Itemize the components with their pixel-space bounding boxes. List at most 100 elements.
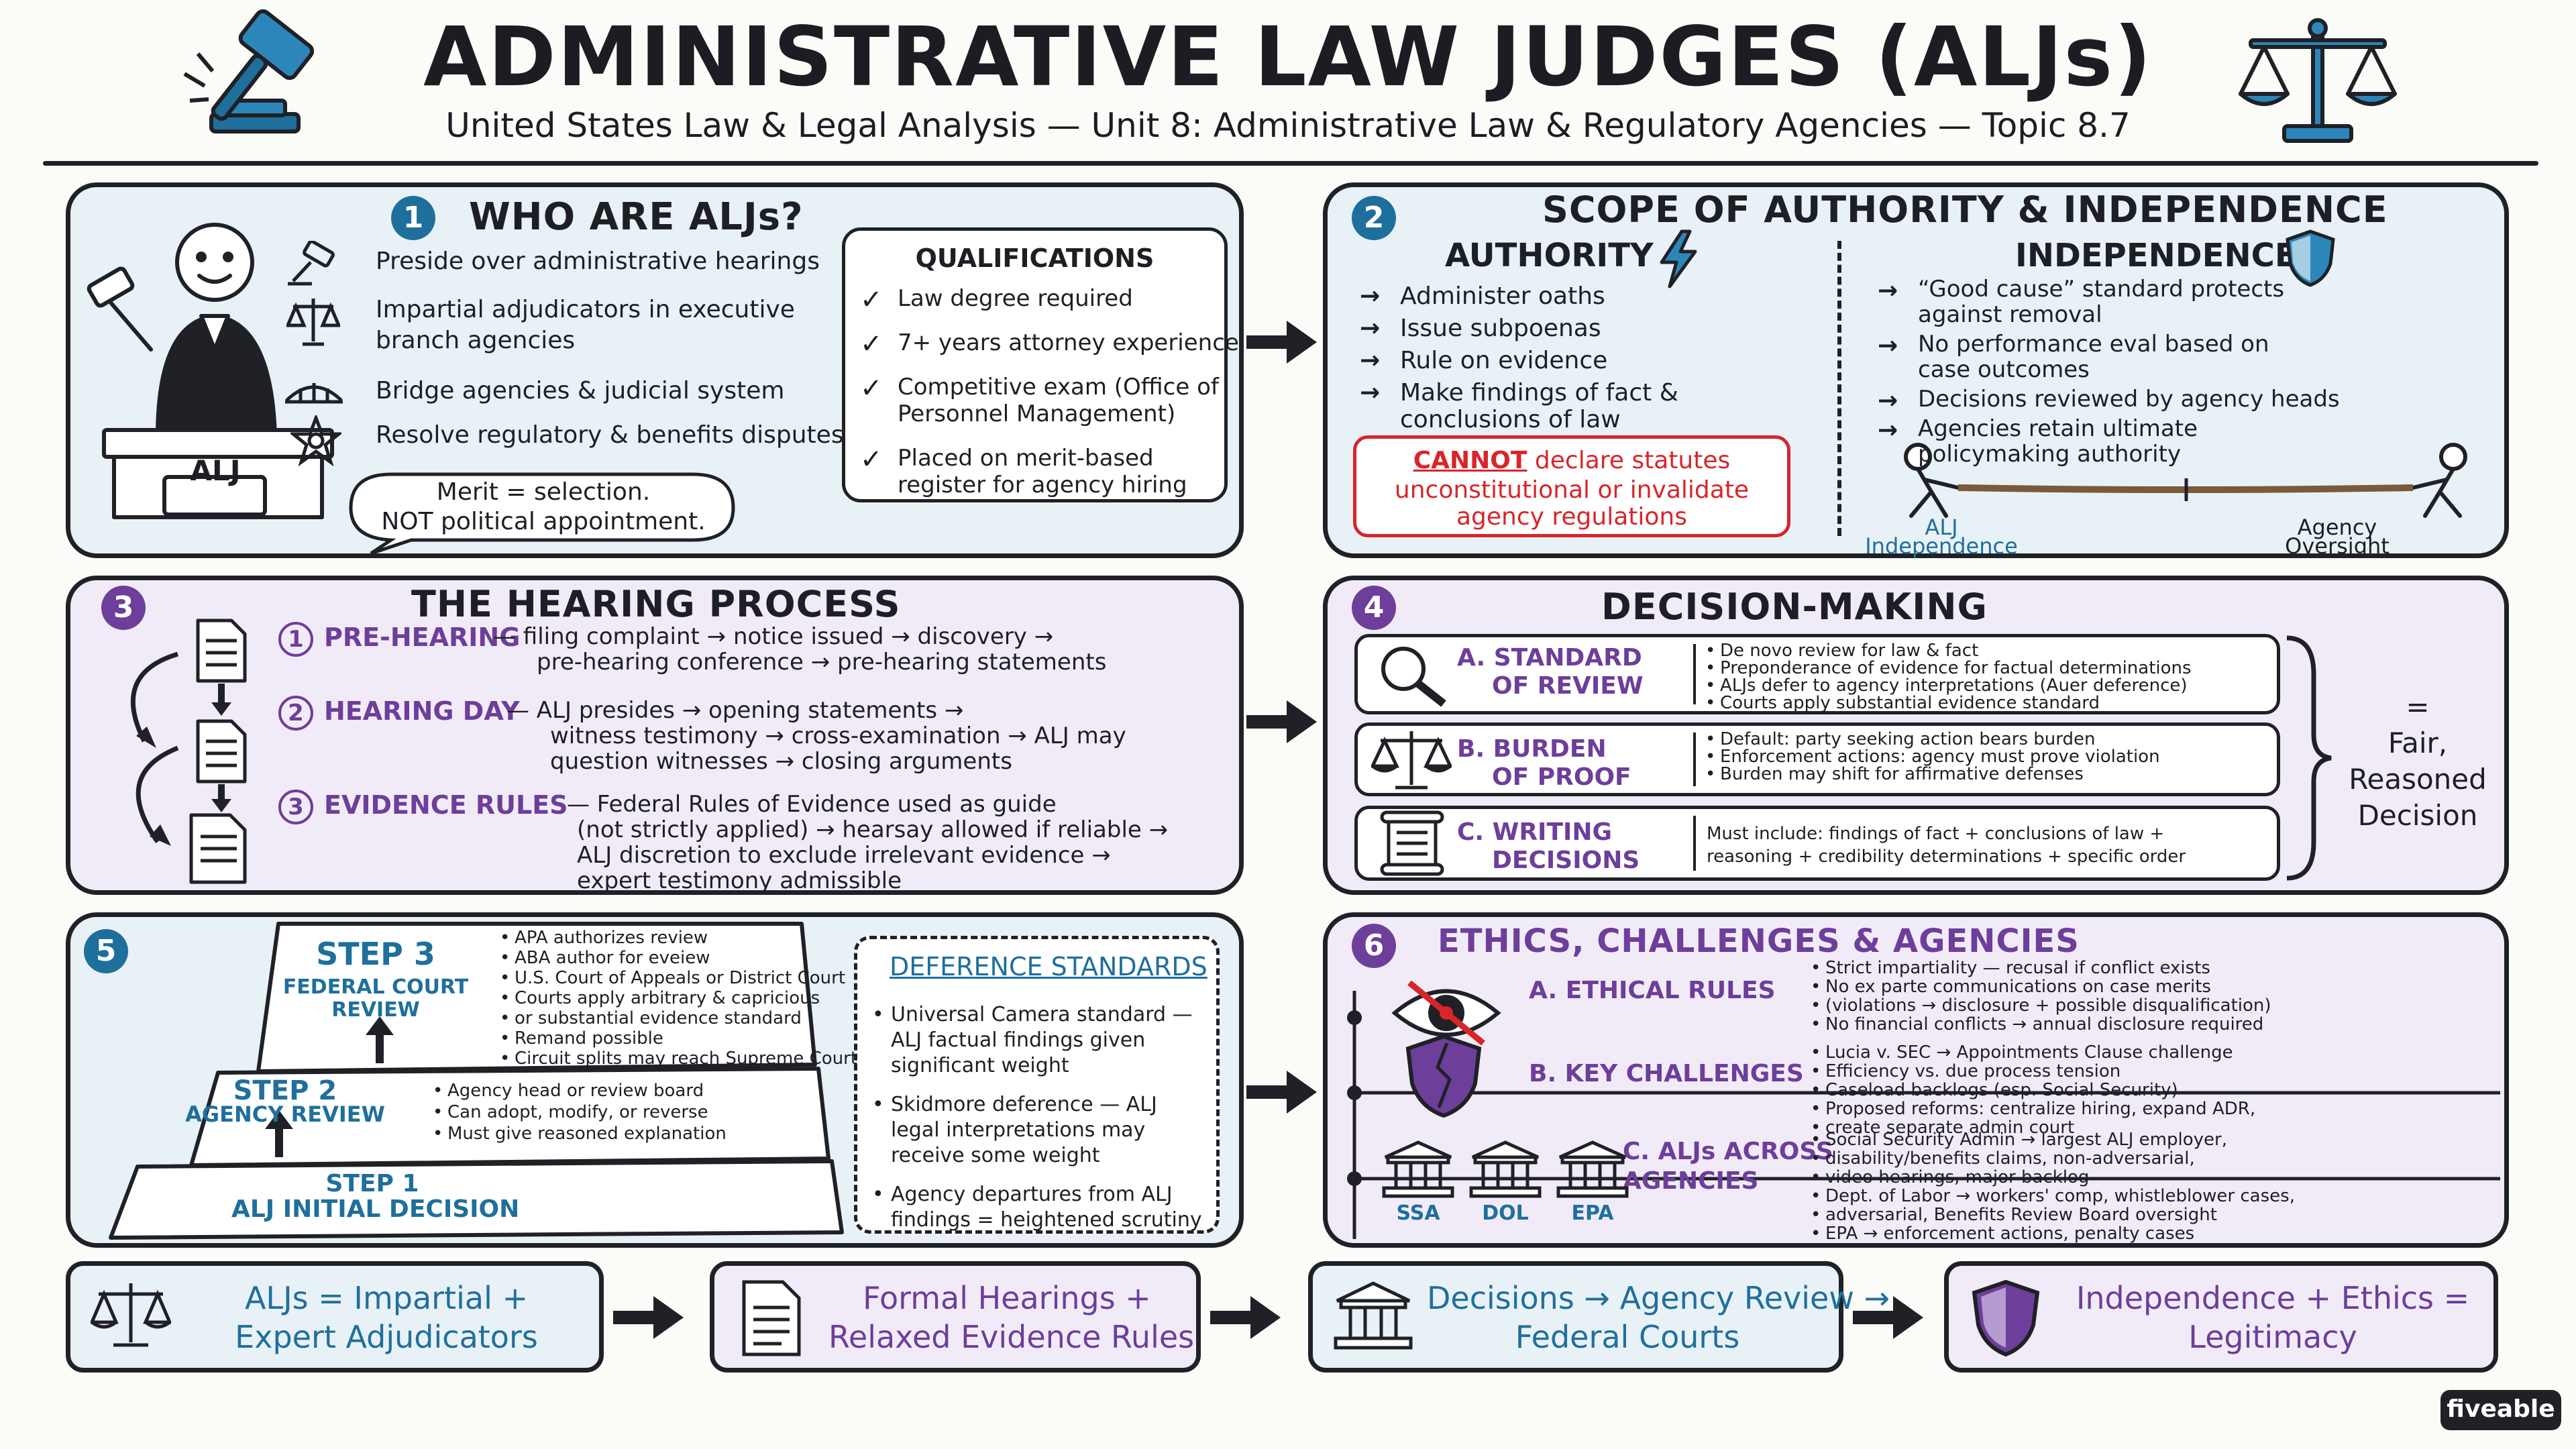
bullet: • (500, 968, 511, 988)
bullet: • (1705, 641, 1716, 661)
bullet: • (1811, 1061, 1821, 1081)
speech-bubble (349, 472, 735, 555)
summary-card-3: Decisions → Agency Review →Federal Court… (1308, 1261, 1890, 1373)
deference-box: DEFERENCE STANDARDS •Universal Camera st… (854, 936, 1220, 1234)
who-item-line: branch agencies (376, 327, 576, 354)
deference-line: Skidmore deference — ALJ (891, 1093, 1157, 1116)
bullet: • (872, 1093, 884, 1116)
tug-of-war-icon (1904, 443, 2467, 518)
scales-icon (89, 1278, 172, 1354)
step-label: HEARING DAY (324, 696, 520, 726)
decision-row-label: OF REVIEW (1492, 672, 1644, 700)
independence-item-line: against removal (1918, 301, 2102, 328)
ethics-point: (violations → disclosure + possible disq… (1825, 996, 2271, 1016)
decision-result-line: Fair, (2387, 727, 2448, 759)
bullet: • (1705, 764, 1716, 784)
deference-line: findings = heightened scrutiny (891, 1208, 1202, 1232)
summary-line: Expert Adjudicators (235, 1319, 538, 1355)
bullet: • (1705, 729, 1716, 749)
arrow-bullet-icon: → (1360, 282, 1381, 310)
step-detail-line: question witnesses → closing arguments (550, 748, 1012, 775)
bullet: • (1811, 1130, 1821, 1150)
section-title: ETHICS, CHALLENGES & AGENCIES (1438, 922, 2080, 960)
tug-right-label-1: Agency (2297, 515, 2377, 540)
qualification-line: Competitive exam (Office of (898, 374, 1219, 400)
summary-card-1: ALJs = Impartial +Expert Adjudicators (66, 1261, 604, 1373)
decision-point: ALJs defer to agency interpretations (Au… (1720, 676, 2188, 696)
staircase-diagram (109, 922, 844, 1240)
section-who-are-aljs: 1 WHO ARE ALJs? ALJ Preside over adminis… (66, 182, 1244, 558)
step2-point: Can adopt, modify, or reverse (447, 1102, 708, 1122)
step3-point: or substantial evidence standard (515, 1008, 802, 1028)
step-number: 3 (288, 794, 304, 820)
bubble-line-2: NOT political appointment. (381, 508, 706, 535)
bridge-icon (285, 383, 343, 404)
step3-point: ABA author for eveiew (515, 948, 710, 968)
section-number: 2 (1352, 196, 1396, 240)
section-title: SCOPE OF AUTHORITY & INDEPENDENCE (1542, 189, 2388, 231)
scroll-icon (1371, 810, 1452, 879)
qualification-line: Placed on merit-based (898, 445, 1154, 472)
step-number: 2 (288, 700, 304, 727)
ethics-row-label: AGENCIES (1623, 1167, 1759, 1195)
who-item-1: Preside over administrative hearings (376, 246, 820, 277)
step1-title: STEP 1 (325, 1170, 419, 1197)
section-review-steps: 5 STEP 3 FEDERAL COURT REVIEW STEP 2 AGE… (66, 912, 1244, 1248)
bullet: • (1811, 1186, 1821, 1206)
arrow-icon (613, 1291, 687, 1347)
step-label: PRE-HEARING (324, 623, 521, 652)
ethics-row-label: C. ALJs ACROSS (1623, 1138, 1833, 1165)
gavel-icon (288, 241, 335, 286)
row-divider (1693, 816, 1696, 871)
step-detail-line: — ALJ presides → opening statements → (506, 697, 964, 724)
independence-item-line: case outcomes (1918, 356, 2090, 383)
ethics-point: Proposed reforms: centralize hiring, exp… (1825, 1099, 2256, 1119)
cannot-line-2: unconstitutional or invalidate (1394, 476, 1750, 504)
arrow-icon (1246, 700, 1317, 743)
section-title: THE HEARING PROCESS (411, 583, 901, 625)
step2-point: Must give reasoned explanation (447, 1124, 727, 1144)
section-ethics-challenges: 6 ETHICS, CHALLENGES & AGENCIES A. ETHIC… (1323, 912, 2509, 1248)
ethics-point: Strict impartiality — recusal if conflic… (1825, 958, 2210, 978)
who-item-line: Preside over administrative hearings (376, 248, 820, 275)
step-label: EVIDENCE RULES (324, 790, 568, 820)
deference-line: Agency departures from ALJ (891, 1183, 1173, 1206)
bullet: • (500, 928, 511, 948)
cannot-box: CANNOT declare statutes unconstitutional… (1353, 435, 1790, 537)
step-number: 1 (288, 626, 304, 653)
step-detail-line: pre-hearing conference → pre-hearing sta… (537, 649, 1107, 676)
arrow-bullet-icon: → (1878, 417, 1898, 444)
step2-sub: AGENCY REVIEW (185, 1102, 385, 1127)
independence-item-line: No performance eval based on (1918, 331, 2269, 358)
bullet: • (1811, 996, 1821, 1016)
brace-icon (2286, 635, 2332, 881)
bullet: • (1811, 1042, 1821, 1063)
bullet: • (872, 1003, 884, 1026)
agency-label: SSA (1396, 1201, 1440, 1225)
step2-title: STEP 2 (233, 1075, 337, 1106)
arrow-bullet-icon: → (1878, 387, 1898, 415)
decision-result-line: = (2406, 690, 2430, 723)
qualification-line: 7+ years attorney experience (898, 329, 1239, 356)
bullet: • (433, 1081, 443, 1101)
arrow-bullet-icon: → (1360, 347, 1381, 374)
qualification-line: Personnel Management) (898, 400, 1176, 427)
building-icon (1381, 1138, 1455, 1201)
header-divider (43, 161, 2538, 166)
agency-label: DOL (1482, 1201, 1529, 1225)
deference-title: DEFERENCE STANDARDS (890, 952, 1208, 981)
document-icon (735, 1278, 808, 1361)
decision-point: De novo review for law & fact (1720, 641, 1979, 661)
scales-icon (1370, 726, 1453, 796)
ethics-point: Caseload backlogs (esp. Social Security) (1825, 1080, 2178, 1100)
bullet: • (1811, 1224, 1821, 1244)
decision-point: Preponderance of evidence for factual de… (1720, 658, 2192, 678)
decision-point: Default: party seeking action bears burd… (1720, 729, 2096, 749)
step-number-circle: 1 (278, 622, 313, 657)
arrow-bullet-icon: → (1360, 315, 1381, 342)
bullet: • (1811, 977, 1821, 997)
ethics-point: No financial conflicts → annual disclosu… (1825, 1014, 2264, 1034)
deference-line: ALJ factual findings given (891, 1028, 1146, 1052)
ethics-point: Lucia v. SEC → Appointments Clause chall… (1825, 1042, 2233, 1063)
